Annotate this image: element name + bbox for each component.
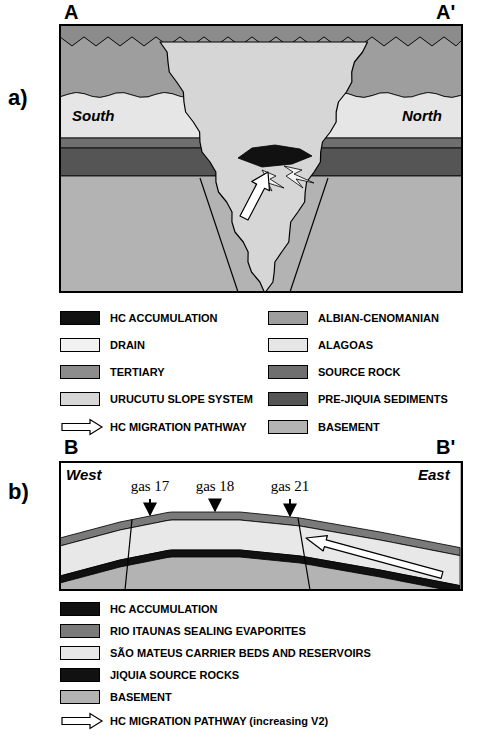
- legend-label: SOURCE ROCK: [318, 365, 401, 379]
- legend-swatch: [60, 690, 100, 704]
- well-arrow: [289, 499, 291, 516]
- fault-line: [125, 520, 132, 590]
- arrow-sample: [60, 418, 104, 436]
- well-label: gas 21: [271, 478, 310, 495]
- legend-label: BASEMENT: [318, 420, 380, 434]
- legend-swatch: [268, 311, 308, 325]
- legend-swatch: [60, 668, 100, 682]
- legend-swatch: [60, 602, 100, 616]
- legend-swatch: [268, 338, 308, 352]
- legend-label: ALBIAN-CENOMANIAN: [318, 311, 439, 325]
- legend-label: SÃO MATEUS CARRIER BEDS AND RESERVOIRS: [110, 646, 371, 660]
- section-end-letter: B': [436, 436, 455, 458]
- legend-swatch: [60, 646, 100, 660]
- legend-swatch: [60, 338, 100, 352]
- arrow-sample-shape: [62, 714, 102, 729]
- legend-swatch: [60, 392, 100, 406]
- direction-label: South: [72, 108, 115, 125]
- drain-symbol: [284, 166, 314, 188]
- direction-label: West: [66, 467, 102, 484]
- well-arrow: [149, 499, 151, 515]
- legend-label: HC MIGRATION PATHWAY (increasing V2): [110, 714, 328, 728]
- fault-line: [298, 518, 310, 590]
- section-end-letter: A: [64, 1, 78, 23]
- legend-label: BASEMENT: [110, 690, 172, 704]
- legend-swatch: [60, 311, 100, 325]
- jiquia-source-layer: [60, 550, 460, 590]
- legend-label: JIQUIA SOURCE ROCKS: [110, 668, 239, 682]
- legend-label: RIO ITAUNAS SEALING EVAPORITES: [110, 624, 306, 638]
- legend-swatch: [60, 624, 100, 638]
- section-frame: [60, 462, 462, 590]
- legend-label: HC ACCUMULATION: [110, 602, 218, 616]
- legend-swatch: [268, 420, 308, 434]
- legend-swatch: [268, 392, 308, 406]
- migration-arrow: [306, 536, 443, 579]
- legend-swatch: [268, 365, 308, 379]
- legend-label: ALAGOAS: [318, 338, 373, 352]
- section-end-letter: B: [64, 436, 78, 458]
- legend-label: TERTIARY: [110, 365, 165, 379]
- panel-letter: a): [8, 86, 28, 110]
- legend-label: HC ACCUMULATION: [110, 311, 218, 325]
- legend-label: HC MIGRATION PATHWAY: [110, 420, 246, 434]
- well-label: gas 18: [196, 478, 235, 495]
- legend-swatch: [60, 365, 100, 379]
- hc-accumulation: [238, 145, 312, 167]
- panel-letter: b): [8, 480, 29, 504]
- well-label: gas 17: [131, 478, 170, 495]
- legend-label: DRAIN: [110, 338, 145, 352]
- direction-label: North: [402, 108, 442, 125]
- arrow-sample-shape: [62, 420, 102, 435]
- well-arrow: [214, 499, 216, 511]
- arrow-sample: [60, 712, 104, 730]
- legend-label: PRE-JIQUIA SEDIMENTS: [318, 392, 448, 406]
- section-end-letter: A': [436, 1, 455, 23]
- section-frame: [60, 25, 462, 292]
- direction-label: East: [418, 467, 450, 484]
- urucutu-canyon-fill: [160, 42, 368, 292]
- legend-label: URUCUTU SLOPE SYSTEM: [110, 392, 253, 406]
- migration-arrow: [240, 172, 269, 220]
